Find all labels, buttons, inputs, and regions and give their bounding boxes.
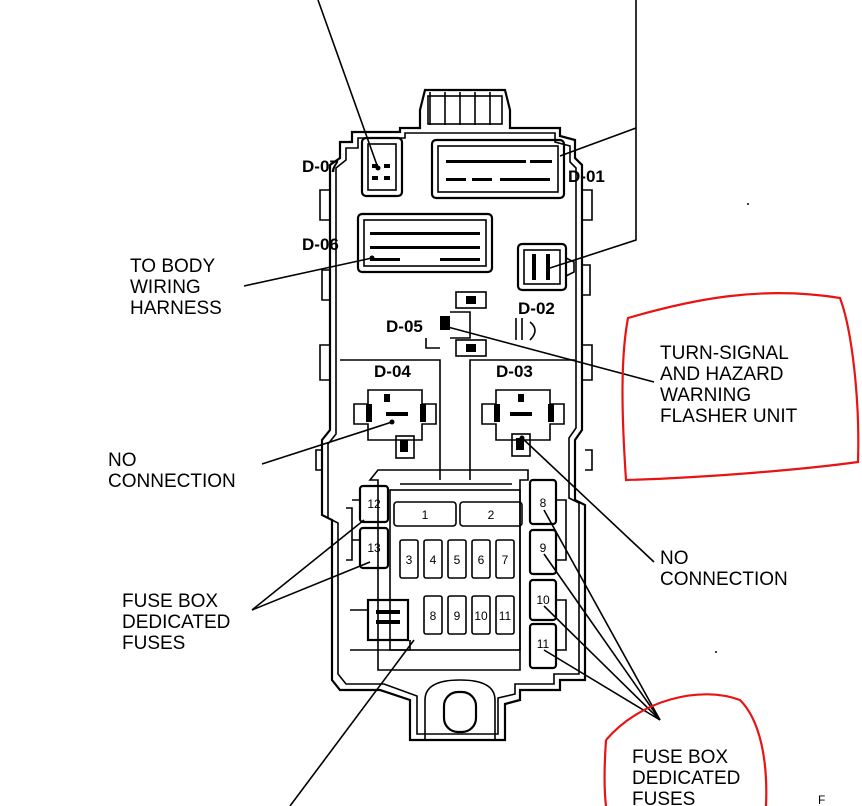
fuse-label-12: 12	[367, 497, 381, 511]
connector-d02-block	[515, 318, 536, 341]
leader-lines	[243, 0, 661, 806]
callout-fuse-right: FUSE BOX DEDICATED FUSES	[632, 747, 740, 806]
connector-d03-block	[481, 389, 565, 457]
fuse-label-10: 10	[536, 593, 550, 607]
callout-no-connection-right: NO CONNECTION	[660, 548, 788, 590]
callout-flasher-unit: TURN-SIGNAL AND HAZARD WARNING FLASHER U…	[660, 343, 798, 427]
callout-body-harness-line1: TO BODY	[130, 256, 215, 277]
fuse-label-1: 1	[422, 508, 429, 522]
fuse-panel	[350, 469, 529, 671]
fuse-label-7: 7	[502, 553, 509, 567]
callout-no-conn-right-line1: NO	[660, 548, 689, 569]
fuse-2	[459, 501, 523, 527]
fuse-label-inner-9: 9	[454, 609, 461, 623]
fuse-label-3: 3	[406, 553, 413, 567]
connector-d04-block	[353, 389, 437, 459]
callout-fuse-left-line3: FUSES	[122, 633, 185, 654]
fuse-label-inner-11: 11	[499, 609, 512, 623]
flasher-unit-socket	[516, 242, 575, 292]
callout-no-conn-left-line2: CONNECTION	[108, 471, 236, 492]
callout-fuse-right-line3: FUSES	[632, 789, 695, 806]
callout-no-connection-left: NO CONNECTION	[108, 450, 236, 492]
fuse-box-housing	[315, 88, 593, 742]
callout-flasher-line4: FLASHER UNIT	[660, 406, 798, 427]
callout-flasher-line2: AND HAZARD	[660, 364, 784, 385]
fuse-label-9: 9	[540, 541, 547, 555]
connector-label-d07: D-07	[302, 157, 339, 176]
callout-fuse-left: FUSE BOX DEDICATED FUSES	[122, 591, 230, 654]
callout-fuse-right-line1: FUSE BOX	[632, 747, 728, 768]
fuse-label-5: 5	[454, 553, 461, 567]
callout-flasher-line3: WARNING	[660, 385, 751, 406]
fuse-label-11: 11	[537, 637, 550, 651]
connector-d06-block	[356, 212, 494, 274]
fuse-label-inner-8: 8	[430, 609, 437, 623]
connector-label-d04: D-04	[374, 362, 411, 381]
callout-body-harness-line2: WIRING	[130, 277, 201, 298]
callout-fuse-left-line2: DEDICATED	[122, 612, 230, 633]
fuse-column-left	[346, 484, 390, 570]
callout-fuse-left-line1: FUSE BOX	[122, 591, 218, 612]
fuse-label-inner-10: 10	[474, 609, 488, 623]
corner-mark: F	[818, 793, 825, 806]
red-circle-fuse-right	[603, 693, 768, 806]
fuse-label-13: 13	[367, 541, 381, 555]
connector-label-d03: D-03	[496, 362, 533, 381]
connector-label-d02: D-02	[518, 299, 555, 318]
callout-no-conn-right-line2: CONNECTION	[660, 569, 788, 590]
fuse-label-6: 6	[478, 553, 485, 567]
connector-d01-block	[430, 138, 566, 200]
connector-d07-block	[360, 136, 404, 198]
connector-label-d06: D-06	[302, 235, 339, 254]
callout-body-harness-line3: HARNESS	[130, 298, 222, 319]
fuse-column-right	[528, 478, 567, 670]
fuse-label-8: 8	[540, 496, 547, 510]
fuse-1	[393, 501, 457, 527]
connector-label-d05: D-05	[386, 317, 423, 336]
callout-fuse-right-line2: DEDICATED	[632, 768, 740, 789]
red-circle-flasher	[621, 291, 860, 482]
connector-d05-block	[425, 291, 487, 357]
red-annotation-marks	[603, 291, 860, 806]
callout-flasher-line1: TURN-SIGNAL	[660, 343, 789, 364]
connector-label-d01: D-01	[568, 167, 605, 186]
callout-no-conn-left-line1: NO	[108, 450, 137, 471]
fuse-label-4: 4	[430, 553, 437, 567]
callout-body-harness: TO BODY WIRING HARNESS	[130, 256, 222, 319]
fuse-label-2: 2	[488, 508, 495, 522]
